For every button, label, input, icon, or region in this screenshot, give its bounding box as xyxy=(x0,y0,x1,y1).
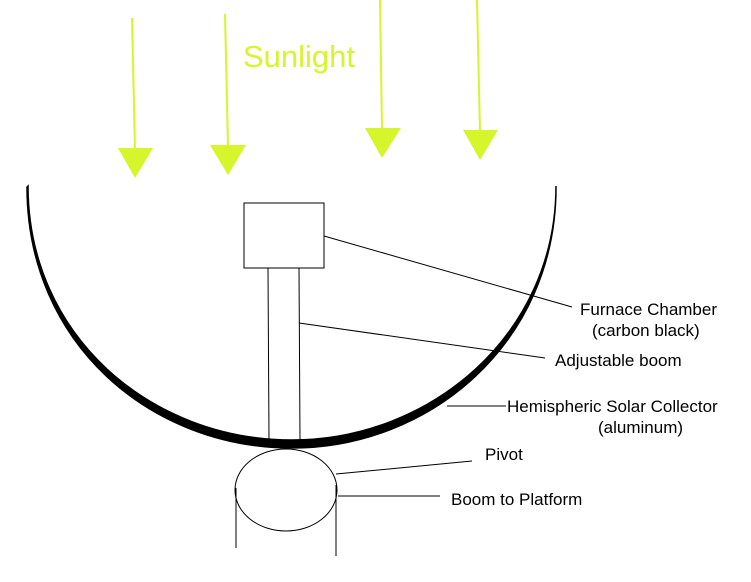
hemispheric-collector xyxy=(26,184,557,449)
sunlight-arrows xyxy=(118,0,498,178)
adjustable-boom xyxy=(267,267,301,441)
label-boom-to-platform: Boom to Platform xyxy=(451,490,582,509)
label-furnace-material: (carbon black) xyxy=(592,321,700,340)
leader-boom xyxy=(298,322,546,359)
sunlight-arrow xyxy=(463,0,498,160)
leader-pivot xyxy=(335,460,473,475)
boom-to-platform xyxy=(235,485,337,556)
sunlight-arrow xyxy=(118,17,153,178)
sunlight-arrow xyxy=(210,13,246,175)
label-collector-material: (aluminum) xyxy=(598,418,683,437)
sunlight-arrow xyxy=(365,0,401,158)
label-adjustable-boom: Adjustable boom xyxy=(555,351,682,370)
label-hemispheric-collector: Hemispheric Solar Collector xyxy=(507,397,718,416)
label-pivot: Pivot xyxy=(485,445,523,464)
leader-lines xyxy=(298,235,573,497)
leader-furnace xyxy=(323,235,573,308)
sunlight-title: Sunlight xyxy=(243,39,355,74)
label-furnace-chamber: Furnace Chamber xyxy=(580,300,717,319)
pivot xyxy=(234,448,338,532)
furnace-chamber xyxy=(243,202,325,269)
